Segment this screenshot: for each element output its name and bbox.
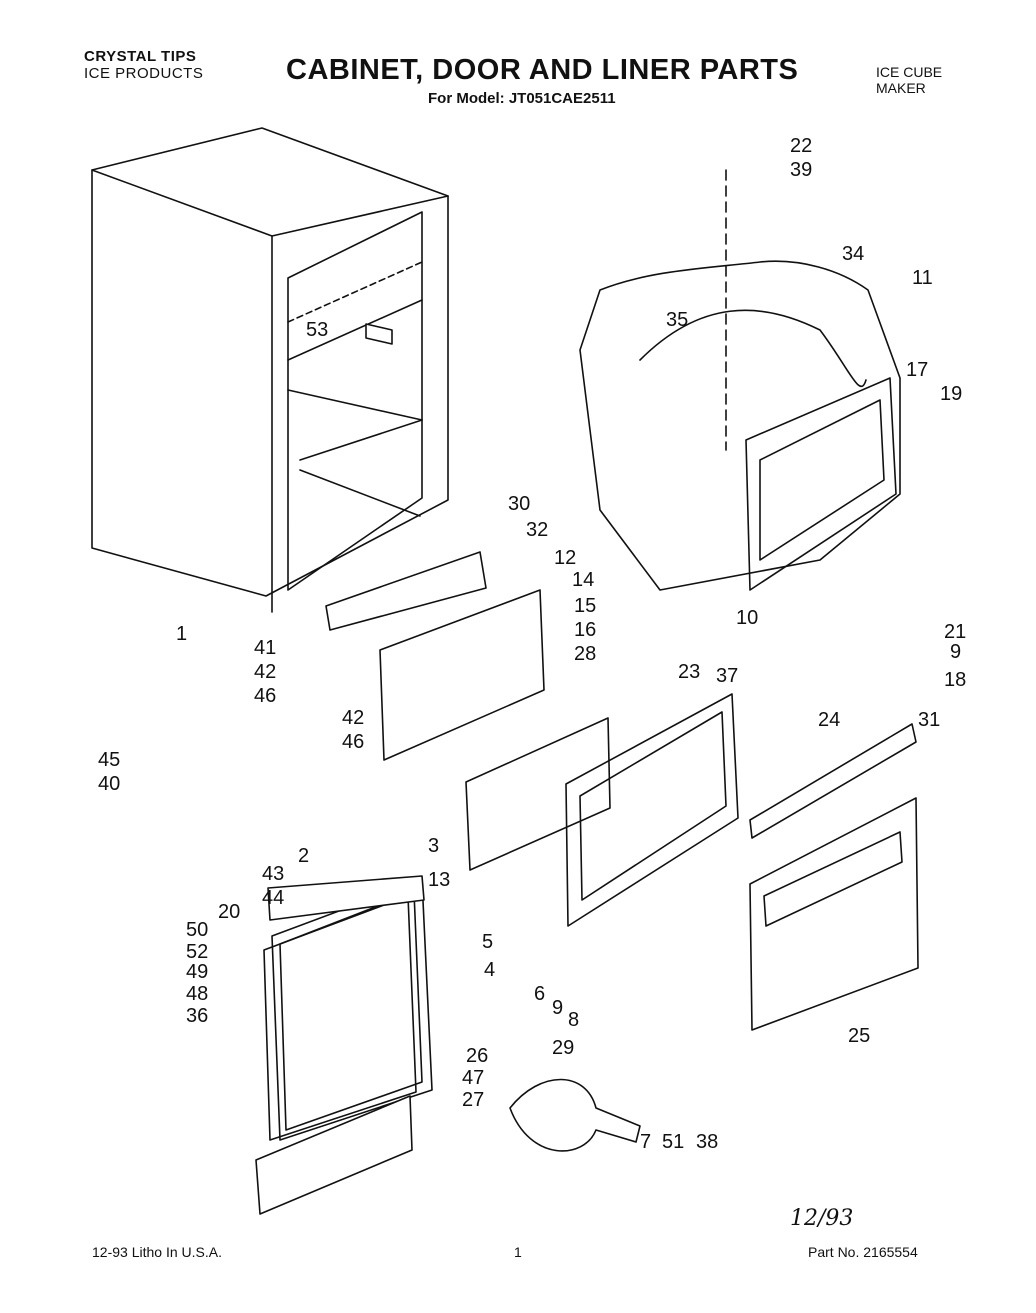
frame-drawing <box>325 551 739 927</box>
callout-50: 50 <box>186 919 208 941</box>
callout-15: 15 <box>574 595 596 617</box>
callout-43: 43 <box>262 863 284 885</box>
callout-27: 27 <box>462 1089 484 1111</box>
product-type-line1: ICE CUBE <box>876 64 943 80</box>
callout-49: 49 <box>186 961 208 983</box>
cabinet-drawing <box>91 127 449 613</box>
callout-18: 18 <box>944 669 966 691</box>
callout-8: 8 <box>568 1009 579 1031</box>
callout-17: 17 <box>906 359 928 381</box>
footer-print-info: 12-93 Litho In U.S.A. <box>92 1244 222 1260</box>
callout-35: 35 <box>666 309 688 331</box>
callout-2: 2 <box>298 845 309 867</box>
callout-44: 44 <box>262 887 284 909</box>
callout-20: 20 <box>218 901 240 923</box>
callout-26: 26 <box>466 1045 488 1067</box>
callout-1: 1 <box>176 623 187 645</box>
callout-38: 38 <box>696 1131 718 1153</box>
callout-24: 24 <box>818 709 840 731</box>
callout-36: 36 <box>186 1005 208 1027</box>
callout-16: 16 <box>574 619 596 641</box>
brand-logo: CRYSTAL TIPS ICE PRODUCTS <box>84 48 203 82</box>
callout-22: 22 <box>790 135 812 157</box>
product-type-line2: MAKER <box>876 80 926 96</box>
callout-12: 12 <box>554 547 576 569</box>
callout-21: 21 <box>944 621 966 643</box>
callout-23: 23 <box>678 661 700 683</box>
callout-9b: 9 <box>950 641 961 663</box>
callout-53: 53 <box>306 319 328 341</box>
product-type: ICE CUBE MAKER <box>876 64 942 96</box>
callout-52: 52 <box>186 941 208 963</box>
callout-51: 51 <box>662 1131 684 1153</box>
callout-30: 30 <box>508 493 530 515</box>
callout-6: 6 <box>534 983 545 1005</box>
callout-39: 39 <box>790 159 812 181</box>
callout-37: 37 <box>716 665 738 687</box>
callout-13: 13 <box>428 869 450 891</box>
callout-10: 10 <box>736 607 758 629</box>
callout-labels: 1 2 3 4 5 6 7 8 9 9 10 11 12 13 14 15 16… <box>98 135 966 1153</box>
footer-page-number: 1 <box>514 1244 522 1260</box>
callout-48: 48 <box>186 983 208 1005</box>
callout-42b: 42 <box>342 707 364 729</box>
callout-29: 29 <box>552 1037 574 1059</box>
callout-4: 4 <box>484 959 495 981</box>
callout-34: 34 <box>842 243 864 265</box>
brand-name: CRYSTAL TIPS <box>84 48 197 65</box>
liner-drawing <box>579 169 901 591</box>
callout-41: 41 <box>254 637 276 659</box>
model-subtitle: For Model: JT051CAE2511 <box>428 90 616 107</box>
brand-subtitle: ICE PRODUCTS <box>84 65 204 82</box>
door-drawing <box>255 875 433 1215</box>
callout-42a: 42 <box>254 661 276 683</box>
callout-9a: 9 <box>552 997 563 1019</box>
callout-47: 47 <box>462 1067 484 1089</box>
scoop-drawing <box>509 1078 641 1152</box>
page-title: CABINET, DOOR AND LINER PARTS <box>286 54 799 86</box>
callout-46a: 46 <box>254 685 276 707</box>
outer-panel-drawing <box>749 723 919 1031</box>
callout-32: 32 <box>526 519 548 541</box>
callout-5: 5 <box>482 931 493 953</box>
callout-45: 45 <box>98 749 120 771</box>
callout-28: 28 <box>574 643 596 665</box>
callout-31: 31 <box>918 709 940 731</box>
callout-40: 40 <box>98 773 120 795</box>
callout-25: 25 <box>848 1025 870 1047</box>
callout-46b: 46 <box>342 731 364 753</box>
footer-part-number: Part No. 2165554 <box>808 1244 918 1260</box>
callout-7: 7 <box>640 1131 651 1153</box>
callout-14: 14 <box>572 569 594 591</box>
handwritten-date: 12/93 <box>790 1206 854 1231</box>
callout-11: 11 <box>912 267 933 289</box>
callout-19: 19 <box>940 383 962 405</box>
callout-3: 3 <box>428 835 439 857</box>
